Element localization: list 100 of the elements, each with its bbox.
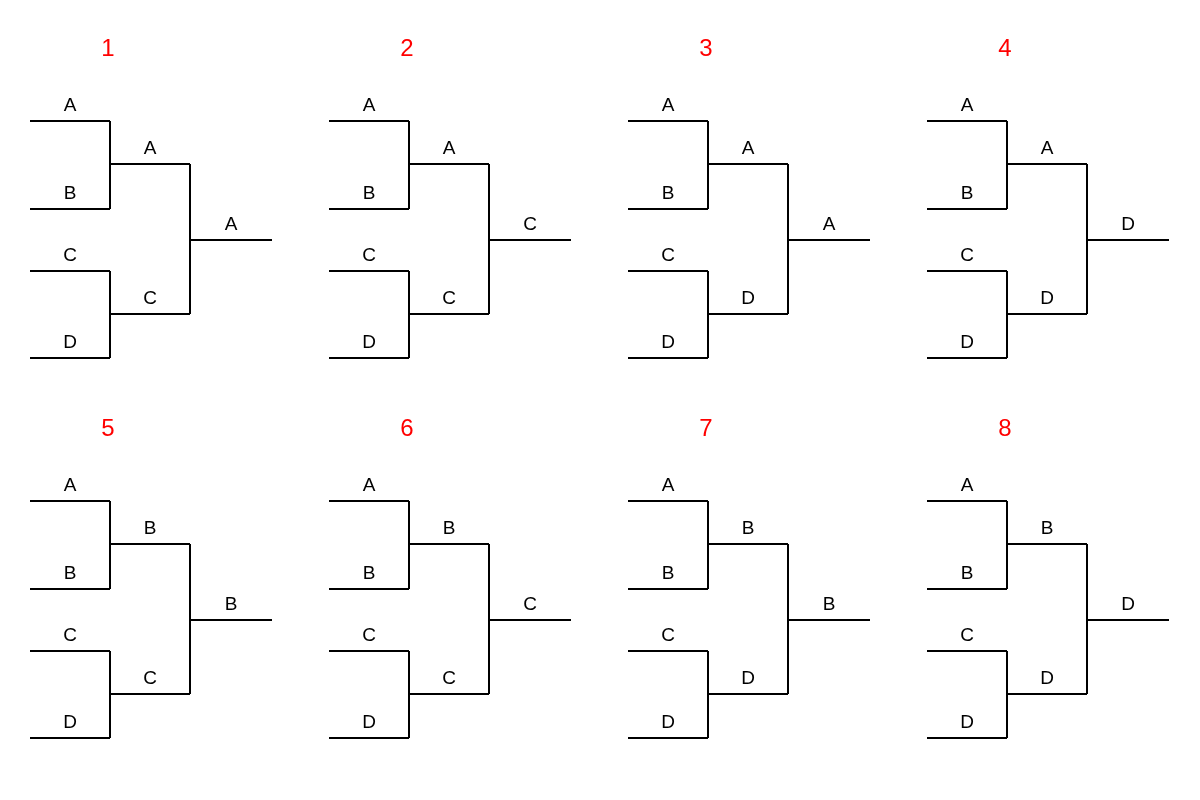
team-label: A bbox=[441, 137, 457, 159]
bracket-connector bbox=[189, 543, 191, 621]
bracket-connector bbox=[707, 500, 709, 545]
bracket-number: 8 bbox=[997, 414, 1013, 442]
team-label: D bbox=[62, 711, 78, 733]
bracket-connector bbox=[189, 239, 191, 315]
team-label: B bbox=[959, 562, 975, 584]
bracket-connector bbox=[787, 619, 789, 695]
bracket-connector bbox=[109, 120, 111, 165]
team-label: A bbox=[740, 137, 756, 159]
team-label: B bbox=[361, 182, 377, 204]
team-label: D bbox=[62, 331, 78, 353]
team-label: D bbox=[740, 667, 756, 689]
bracket-connector bbox=[1006, 163, 1008, 210]
team-label: C bbox=[959, 244, 975, 266]
bracket-number: 2 bbox=[399, 34, 415, 62]
team-label: B bbox=[441, 517, 457, 539]
team-label: D bbox=[361, 711, 377, 733]
bracket-connector bbox=[109, 163, 111, 210]
team-label: A bbox=[959, 94, 975, 116]
bracket-connector bbox=[707, 693, 709, 739]
bracket-connector bbox=[1006, 650, 1008, 695]
team-label: B bbox=[959, 182, 975, 204]
bracket-connector bbox=[707, 650, 709, 695]
team-label: A bbox=[660, 94, 676, 116]
team-label: A bbox=[821, 213, 837, 235]
bracket-connector bbox=[408, 543, 410, 590]
team-label: D bbox=[1039, 667, 1055, 689]
team-label: B bbox=[62, 182, 78, 204]
team-label: D bbox=[1120, 593, 1136, 615]
team-label: A bbox=[660, 474, 676, 496]
team-label: D bbox=[959, 711, 975, 733]
team-label: D bbox=[959, 331, 975, 353]
bracket-connector bbox=[109, 313, 111, 359]
bracket-connector bbox=[707, 543, 709, 590]
team-label: C bbox=[441, 667, 457, 689]
bracket-connector bbox=[787, 163, 789, 241]
team-label: B bbox=[1039, 517, 1055, 539]
team-label: A bbox=[62, 94, 78, 116]
bracket-connector bbox=[408, 270, 410, 315]
team-label: D bbox=[1039, 287, 1055, 309]
bracket-connector bbox=[1006, 313, 1008, 359]
team-label: D bbox=[660, 711, 676, 733]
team-label: B bbox=[660, 182, 676, 204]
bracket-number: 3 bbox=[698, 34, 714, 62]
bracket-connector bbox=[1006, 270, 1008, 315]
team-label: B bbox=[142, 517, 158, 539]
team-label: C bbox=[62, 624, 78, 646]
bracket-connector bbox=[1006, 693, 1008, 739]
bracket-connector bbox=[109, 500, 111, 545]
bracket-connector bbox=[787, 543, 789, 621]
bracket-connector bbox=[488, 239, 490, 315]
team-label: A bbox=[142, 137, 158, 159]
team-label: C bbox=[62, 244, 78, 266]
team-label: A bbox=[1039, 137, 1055, 159]
bracket-connector bbox=[408, 120, 410, 165]
team-label: A bbox=[361, 474, 377, 496]
team-label: C bbox=[142, 667, 158, 689]
bracket-connector bbox=[109, 650, 111, 695]
bracket-connector bbox=[1086, 619, 1088, 695]
bracket-connector bbox=[109, 270, 111, 315]
bracket-connector bbox=[1086, 239, 1088, 315]
bracket-connector bbox=[707, 163, 709, 210]
bracket-number: 1 bbox=[100, 34, 116, 62]
team-label: D bbox=[1120, 213, 1136, 235]
team-label: A bbox=[361, 94, 377, 116]
team-label: C bbox=[660, 624, 676, 646]
team-label: B bbox=[361, 562, 377, 584]
bracket-connector bbox=[1086, 163, 1088, 241]
bracket-number: 4 bbox=[997, 34, 1013, 62]
team-label: C bbox=[522, 593, 538, 615]
bracket-connector bbox=[488, 619, 490, 695]
bracket-number: 6 bbox=[399, 414, 415, 442]
team-label: B bbox=[223, 593, 239, 615]
bracket-connector bbox=[707, 120, 709, 165]
bracket-connector bbox=[707, 313, 709, 359]
team-label: A bbox=[959, 474, 975, 496]
bracket-connector bbox=[109, 693, 111, 739]
bracket-connector bbox=[1006, 543, 1008, 590]
bracket-connector bbox=[787, 239, 789, 315]
team-label: B bbox=[821, 593, 837, 615]
team-label: C bbox=[361, 244, 377, 266]
team-label: A bbox=[223, 213, 239, 235]
bracket-connector bbox=[1006, 500, 1008, 545]
bracket-connector bbox=[189, 619, 191, 695]
team-label: B bbox=[62, 562, 78, 584]
team-label: B bbox=[740, 517, 756, 539]
team-label: C bbox=[959, 624, 975, 646]
bracket-connector bbox=[707, 270, 709, 315]
bracket-connector bbox=[189, 163, 191, 241]
team-label: D bbox=[660, 331, 676, 353]
bracket-connector bbox=[1086, 543, 1088, 621]
bracket-connector bbox=[408, 500, 410, 545]
team-label: C bbox=[660, 244, 676, 266]
bracket-connector bbox=[408, 313, 410, 359]
team-label: D bbox=[740, 287, 756, 309]
bracket-number: 5 bbox=[100, 414, 116, 442]
bracket-connector bbox=[408, 650, 410, 695]
team-label: C bbox=[522, 213, 538, 235]
bracket-connector bbox=[1006, 120, 1008, 165]
